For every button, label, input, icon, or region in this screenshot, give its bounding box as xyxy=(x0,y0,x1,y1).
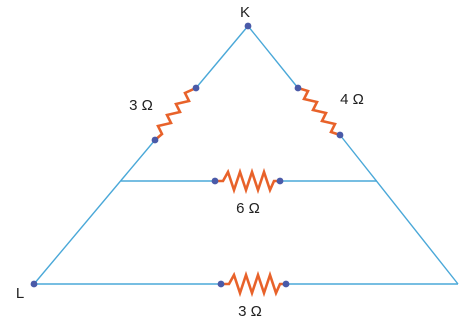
node-dot-k xyxy=(244,22,252,30)
resistor-bottom xyxy=(221,270,286,298)
resistor-label-left-side: 3 Ω xyxy=(129,97,153,114)
node-dot-left-upper xyxy=(192,84,200,92)
node-dot-bottom-right xyxy=(282,280,290,288)
wires xyxy=(33,25,459,285)
wire-left-lower xyxy=(33,139,156,285)
node-dots xyxy=(30,22,344,288)
node-dot-middle-left xyxy=(211,177,219,185)
resistor-label-bottom: 3 Ω xyxy=(238,303,262,320)
resistor-left-side xyxy=(154,86,197,141)
node-dot-bottom-left xyxy=(217,280,225,288)
node-dot-right-upper xyxy=(294,84,302,92)
wire-right-lower xyxy=(339,134,459,285)
wire-right-upper xyxy=(247,25,299,89)
node-label-k: K xyxy=(240,4,250,21)
node-dot-right-lower xyxy=(336,131,344,139)
node-dot-middle-right xyxy=(276,177,284,185)
resistor-label-middle: 6 Ω xyxy=(236,200,260,217)
node-dot-l xyxy=(30,280,38,288)
resistor-middle xyxy=(215,167,280,195)
resistor-label-right-side: 4 Ω xyxy=(340,91,364,108)
wire-left-upper xyxy=(195,25,249,89)
node-dot-left-lower xyxy=(151,136,159,144)
node-label-l: L xyxy=(16,285,24,302)
resistor-right-side xyxy=(297,86,341,137)
